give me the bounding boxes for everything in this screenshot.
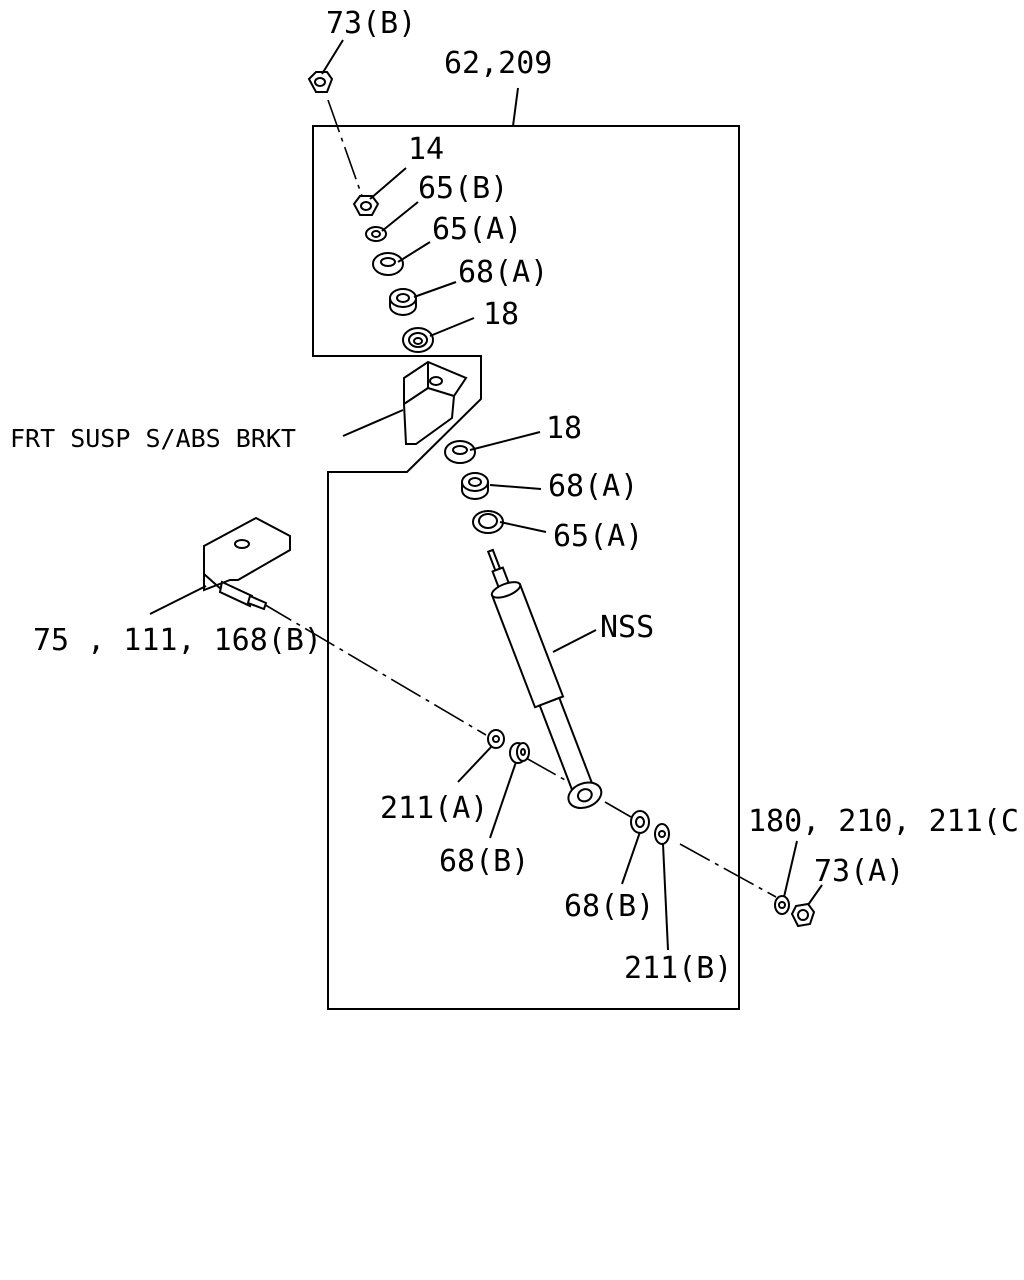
nut-14-icon xyxy=(352,195,380,216)
leader-18-top xyxy=(429,317,475,337)
leader-211b xyxy=(662,843,669,951)
upper-bracket-icon xyxy=(403,360,468,445)
washer-65a-mid-icon xyxy=(472,510,504,534)
label-68a-top: 68(A) xyxy=(458,255,548,290)
leader-68b-right xyxy=(621,831,641,885)
label-65b: 65(B) xyxy=(418,171,508,206)
lower-centre-line xyxy=(261,602,487,736)
label-65a-top: 65(A) xyxy=(432,212,522,247)
leader-18-mid xyxy=(469,431,541,451)
bushing-68b-right-icon xyxy=(630,810,650,834)
label-68b-right: 68(B) xyxy=(564,889,654,924)
cup-18-mid-icon xyxy=(444,440,476,464)
label-18-top: 18 xyxy=(483,297,519,332)
leader-68a-mid xyxy=(489,484,542,490)
bushing-68a-top-icon xyxy=(389,288,417,316)
washer-65b-icon xyxy=(365,226,387,242)
leader-68a-top xyxy=(413,281,457,298)
label-68a-mid: 68(A) xyxy=(548,469,638,504)
label-14: 14 xyxy=(408,132,444,167)
label-211b: 211(B) xyxy=(624,951,732,986)
label-bracket: FRT SUSP S/ABS BRKT xyxy=(10,424,296,453)
leader-washer-group xyxy=(783,840,798,898)
group-frame xyxy=(312,125,740,1010)
label-lower-bracket: 75 , 111, 168(B) xyxy=(33,623,322,658)
label-211a: 211(A) xyxy=(380,791,488,826)
label-18-mid: 18 xyxy=(546,411,582,446)
nut-73b-icon xyxy=(307,71,334,93)
label-nss: NSS xyxy=(600,610,654,645)
label-washer-group: 180, 210, 211(C) xyxy=(748,804,1024,839)
label-65a-mid: 65(A) xyxy=(553,519,643,554)
cup-18-top-icon xyxy=(402,327,434,353)
lower-centre-line-4 xyxy=(679,843,777,898)
shock-absorber-icon xyxy=(486,548,603,809)
leader-68b-left xyxy=(489,761,517,839)
lower-centre-line-3 xyxy=(604,801,632,818)
leader-73a xyxy=(807,884,823,906)
washer-211a-icon xyxy=(487,729,505,749)
washer-211b-icon xyxy=(654,823,670,845)
label-group: 62,209 xyxy=(444,46,552,81)
leader-73b xyxy=(321,39,344,75)
washer-group-icon xyxy=(774,895,790,915)
upper-centre-line xyxy=(327,99,363,197)
leader-65a-top xyxy=(397,241,431,263)
label-68b-left: 68(B) xyxy=(439,844,529,879)
bushing-68a-mid-icon xyxy=(461,472,489,500)
nut-73a-icon xyxy=(790,902,816,928)
leader-65b xyxy=(381,201,419,232)
leader-14 xyxy=(369,167,407,200)
leader-211a xyxy=(457,745,493,783)
leader-bracket xyxy=(342,409,404,437)
label-73b: 73(B) xyxy=(326,6,416,41)
label-73a: 73(A) xyxy=(814,854,904,889)
washer-65a-top-icon xyxy=(372,252,404,276)
leader-nss xyxy=(552,629,597,653)
group-leader xyxy=(512,87,519,127)
lower-bracket-icon xyxy=(203,516,291,611)
leader-65a-mid xyxy=(499,521,547,533)
bushing-68b-left-icon xyxy=(509,742,530,764)
leader-lower-bracket xyxy=(149,585,207,615)
